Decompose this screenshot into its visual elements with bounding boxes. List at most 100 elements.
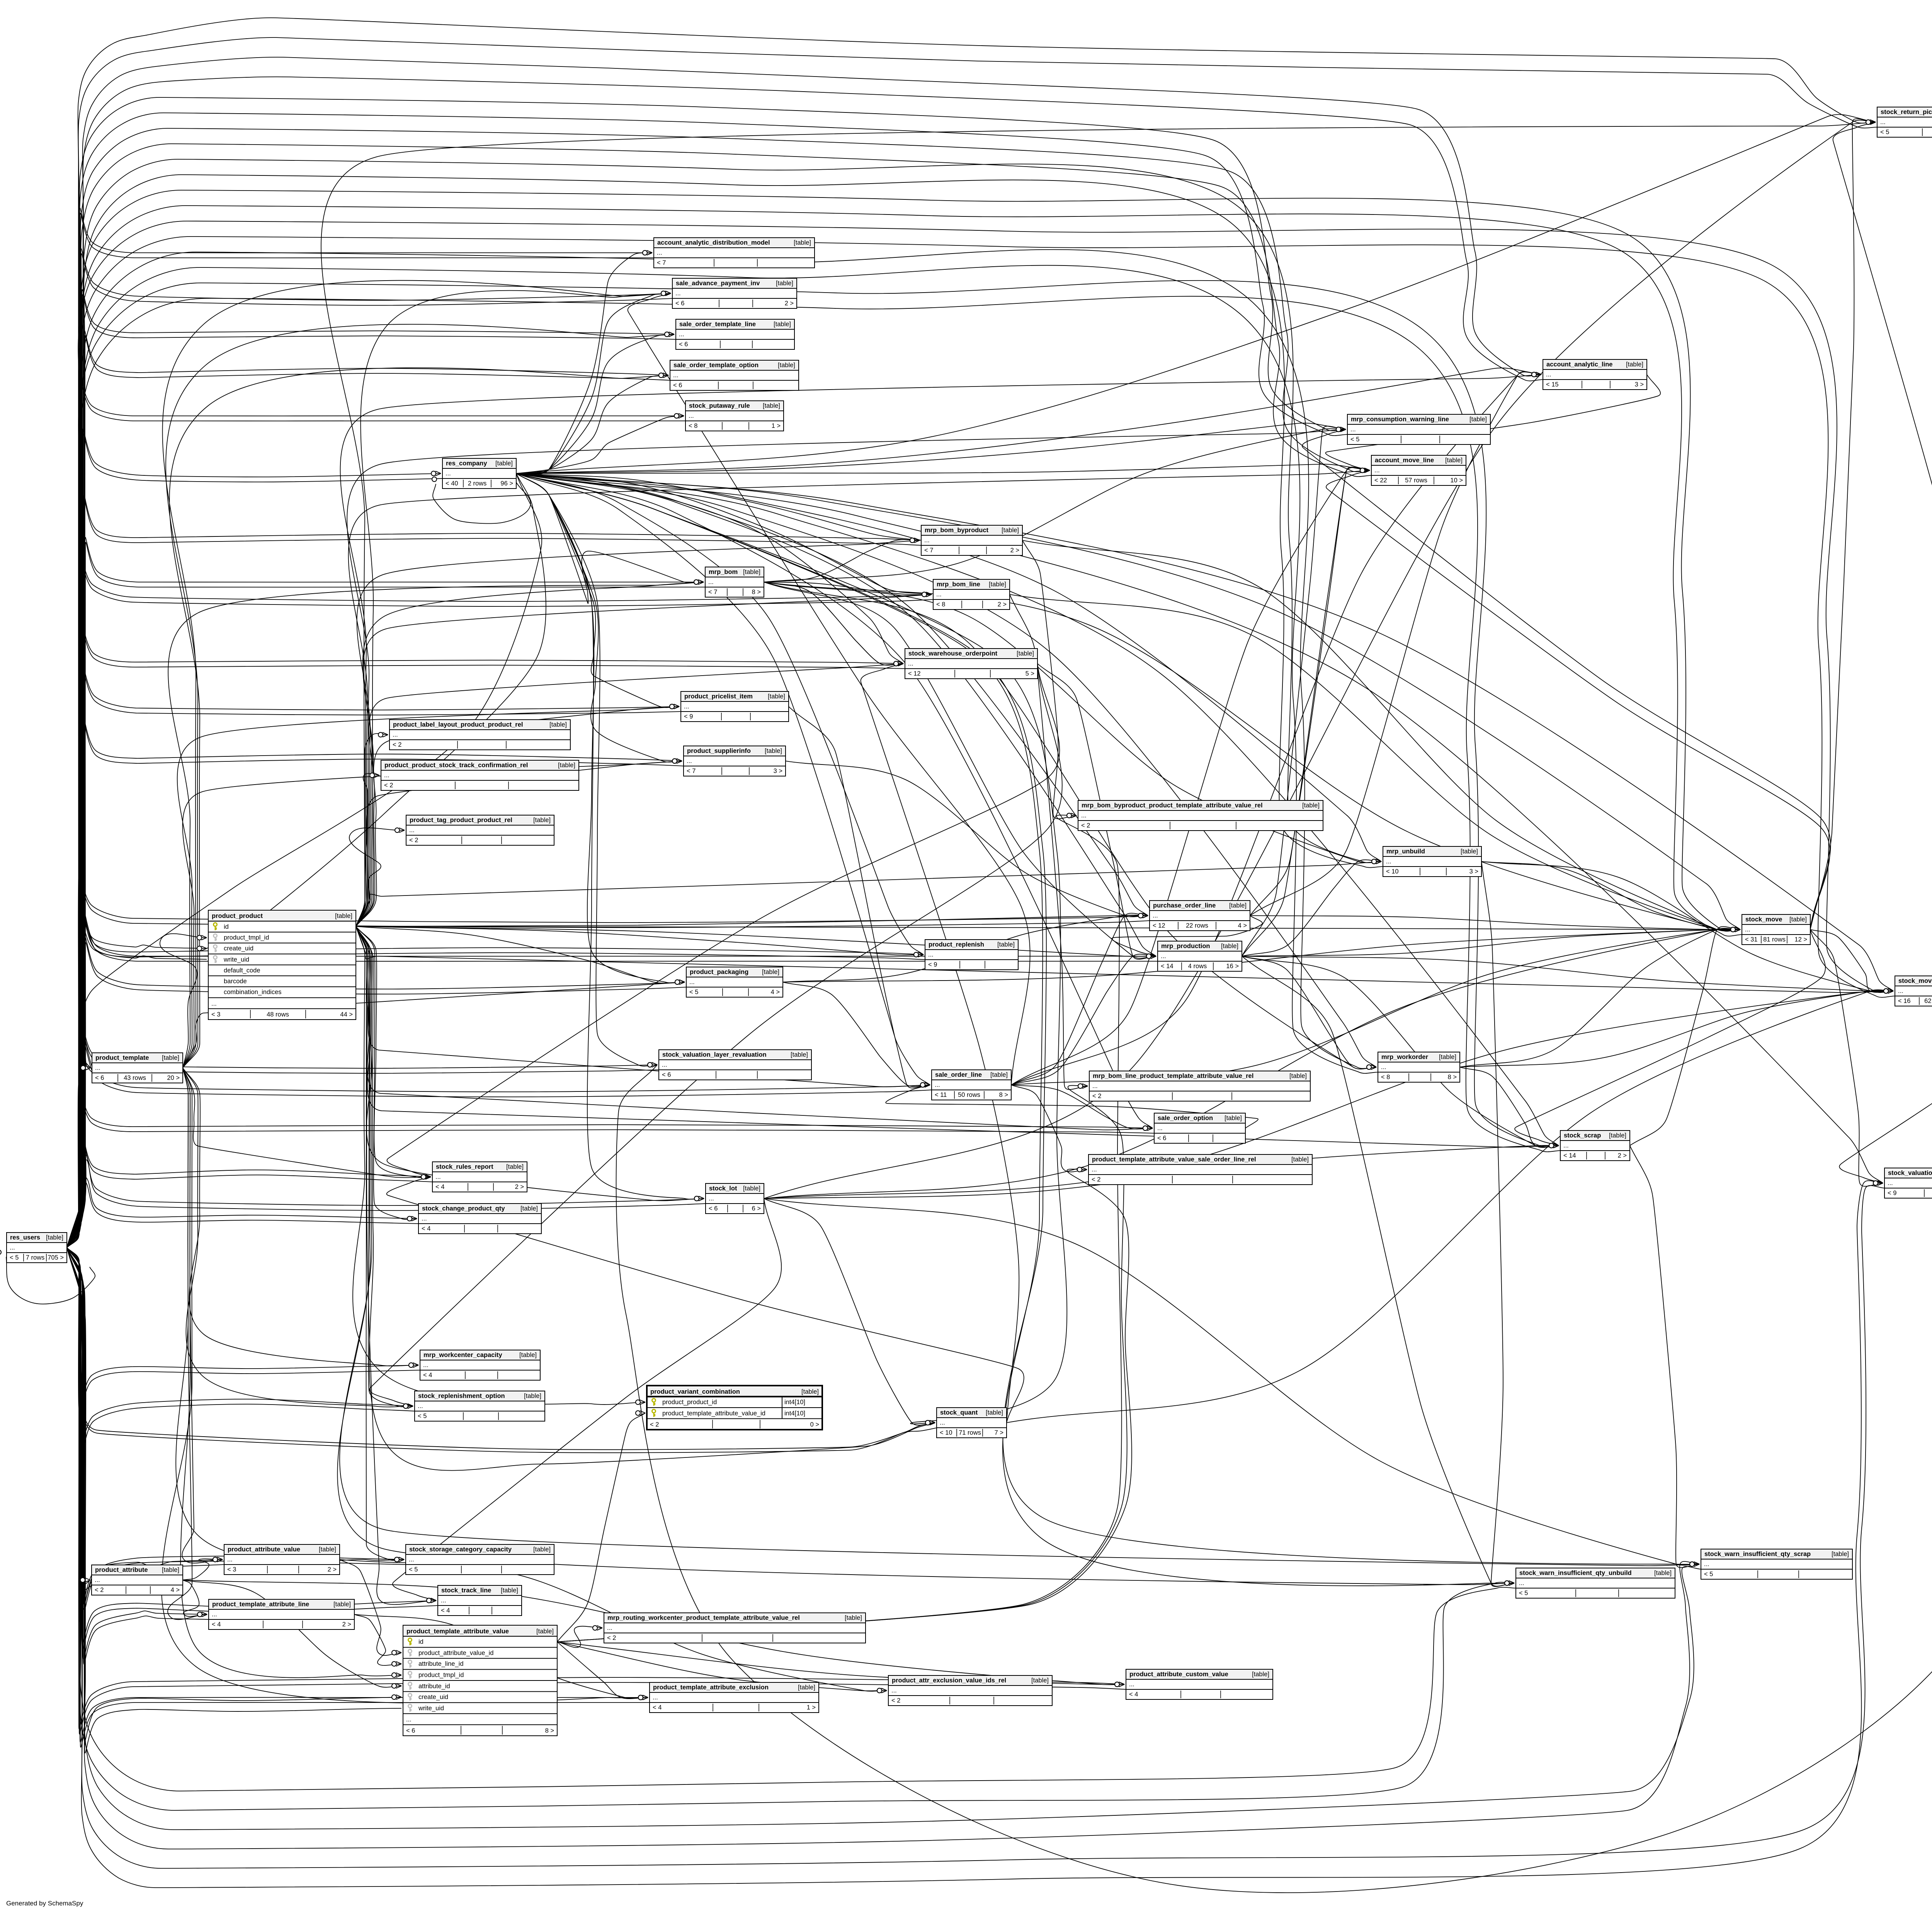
- svg-text:stock_return_picking_line: stock_return_picking_line: [1881, 109, 1932, 116]
- svg-text:product_pricelist_item: product_pricelist_item: [684, 693, 753, 700]
- svg-text:product_attribute_value_id: product_attribute_value_id: [418, 1650, 493, 1657]
- svg-text:[table]: [table]: [319, 1546, 336, 1553]
- svg-text:[table]: [table]: [801, 1388, 819, 1395]
- svg-text:product_tmpl_id: product_tmpl_id: [224, 934, 269, 941]
- svg-text:[table]: [table]: [495, 460, 513, 467]
- svg-text:...: ...: [1157, 1125, 1163, 1132]
- svg-text:product_packaging: product_packaging: [690, 969, 748, 976]
- svg-text:product_attribute_value: product_attribute_value: [228, 1546, 300, 1553]
- svg-text:...: ...: [657, 249, 662, 256]
- svg-text:barcode: barcode: [224, 978, 247, 985]
- svg-text:[table]: [table]: [743, 1185, 760, 1192]
- svg-text:[table]: [table]: [798, 1684, 815, 1691]
- svg-text:purchase_order_line: purchase_order_line: [1153, 902, 1216, 909]
- svg-text:[table]: [table]: [501, 1587, 518, 1594]
- svg-text:[table]: [table]: [1302, 802, 1320, 809]
- svg-text:mrp_workcenter_capacity: mrp_workcenter_capacity: [423, 1352, 502, 1359]
- svg-text:3 >: 3 >: [1469, 868, 1478, 875]
- svg-text:create_uid: create_uid: [224, 945, 253, 952]
- svg-text:attribute_id: attribute_id: [418, 1683, 450, 1690]
- svg-text:< 14: < 14: [1563, 1152, 1576, 1159]
- svg-text:stock_quant: stock_quant: [940, 1409, 978, 1416]
- svg-text:product_template_attribute_lin: product_template_attribute_line: [212, 1601, 309, 1608]
- svg-text:705 >: 705 >: [48, 1254, 64, 1261]
- svg-text:...: ...: [1153, 912, 1158, 919]
- svg-text:default_code: default_code: [224, 967, 260, 974]
- svg-text:mrp_bom_line: mrp_bom_line: [937, 581, 980, 588]
- svg-text:...: ...: [1092, 1166, 1097, 1173]
- svg-text:product_template_attribute_val: product_template_attribute_value_id: [662, 1410, 765, 1417]
- svg-text:[table]: [table]: [1654, 1570, 1672, 1577]
- svg-text:[table]: [table]: [768, 693, 785, 700]
- svg-text:product_attribute_custom_value: product_attribute_custom_value: [1129, 1671, 1228, 1678]
- svg-text:< 2: < 2: [891, 1697, 900, 1704]
- svg-text:< 6: < 6: [662, 1071, 671, 1078]
- svg-text:attribute_line_id: attribute_line_id: [418, 1660, 464, 1667]
- svg-text:[table]: [table]: [333, 1601, 351, 1608]
- svg-text:product_attribute: product_attribute: [95, 1566, 148, 1573]
- svg-text:4 >: 4 >: [771, 989, 780, 996]
- svg-text:[table]: [table]: [549, 721, 567, 728]
- svg-text:stock_replenishment_option: stock_replenishment_option: [418, 1393, 505, 1400]
- svg-text:[table]: [table]: [519, 1352, 537, 1359]
- svg-text:[table]: [table]: [536, 1628, 554, 1635]
- svg-text:write_uid: write_uid: [223, 956, 249, 963]
- svg-text:product_tag_product_product_re: product_tag_product_product_rel: [410, 817, 512, 824]
- svg-text:mrp_bom_byproduct: mrp_bom_byproduct: [925, 527, 989, 534]
- svg-text:account_analytic_distribution_: account_analytic_distribution_model: [657, 239, 770, 246]
- svg-text:...: ...: [1374, 467, 1380, 474]
- svg-text:< 3: < 3: [227, 1566, 236, 1573]
- svg-text:< 2: < 2: [607, 1634, 616, 1641]
- svg-text:[table]: [table]: [558, 762, 575, 769]
- svg-text:stock_rules_report: stock_rules_report: [436, 1163, 493, 1170]
- svg-text:...: ...: [1381, 1064, 1386, 1071]
- svg-text:...: ...: [211, 1000, 217, 1007]
- svg-text:[table]: [table]: [989, 581, 1006, 588]
- svg-text:...: ...: [679, 331, 684, 338]
- svg-text:[table]: [table]: [997, 941, 1015, 948]
- svg-text:< 5: < 5: [10, 1254, 19, 1261]
- svg-text:62 rows: 62 rows: [1924, 998, 1932, 1005]
- svg-text:[table]: [table]: [765, 747, 782, 754]
- svg-text:8 >: 8 >: [1448, 1074, 1457, 1081]
- svg-text:[table]: [table]: [1461, 848, 1478, 855]
- svg-text:2 >: 2 >: [515, 1183, 524, 1190]
- svg-text:mrp_unbuild: mrp_unbuild: [1386, 848, 1425, 855]
- svg-text:[table]: [table]: [1439, 1054, 1456, 1061]
- svg-text:mrp_consumption_warning_line: mrp_consumption_warning_line: [1351, 416, 1449, 423]
- svg-text:[table]: [table]: [533, 817, 551, 824]
- svg-text:stock_lot: stock_lot: [709, 1185, 737, 1192]
- svg-text:...: ...: [227, 1556, 233, 1563]
- svg-text:product_variant_combination: product_variant_combination: [650, 1388, 740, 1395]
- svg-text:stock_putaway_rule: stock_putaway_rule: [689, 402, 750, 409]
- svg-text:...: ...: [95, 1577, 100, 1583]
- svg-text:< 2: < 2: [384, 782, 393, 789]
- svg-text:3 >: 3 >: [774, 768, 782, 775]
- svg-text:[table]: [table]: [791, 1051, 808, 1058]
- svg-text:[table]: [table]: [162, 1054, 179, 1061]
- svg-text:stock_storage_category_capacit: stock_storage_category_capacity: [409, 1546, 512, 1553]
- svg-text:...: ...: [441, 1597, 446, 1604]
- svg-text:< 2: < 2: [409, 837, 418, 844]
- svg-text:Generated by SchemaSpy: Generated by SchemaSpy: [6, 1900, 83, 1907]
- svg-text:account_analytic_line: account_analytic_line: [1546, 361, 1613, 368]
- svg-text:8 >: 8 >: [999, 1091, 1008, 1098]
- svg-text:combination_indices: combination_indices: [224, 989, 282, 996]
- svg-text:...: ...: [1704, 1561, 1709, 1568]
- svg-text:< 4: < 4: [441, 1607, 450, 1614]
- svg-text:...: ...: [422, 1215, 427, 1222]
- svg-text:...: ...: [1546, 371, 1551, 378]
- svg-text:[table]: [table]: [794, 239, 811, 246]
- svg-text:< 2: < 2: [95, 1587, 104, 1594]
- svg-text:81 rows: 81 rows: [1763, 936, 1786, 943]
- svg-text:[table]: [table]: [1002, 527, 1019, 534]
- svg-text:< 4: < 4: [435, 1183, 444, 1190]
- svg-text:[table]: [table]: [1832, 1551, 1849, 1558]
- svg-text:...: ...: [940, 1419, 945, 1426]
- svg-text:7 >: 7 >: [995, 1429, 1003, 1436]
- svg-text:< 5: < 5: [689, 989, 698, 996]
- svg-text:...: ...: [689, 979, 695, 986]
- svg-text:2 >: 2 >: [342, 1621, 351, 1628]
- svg-text:create_uid: create_uid: [418, 1694, 448, 1701]
- svg-text:< 2: < 2: [1092, 1176, 1100, 1183]
